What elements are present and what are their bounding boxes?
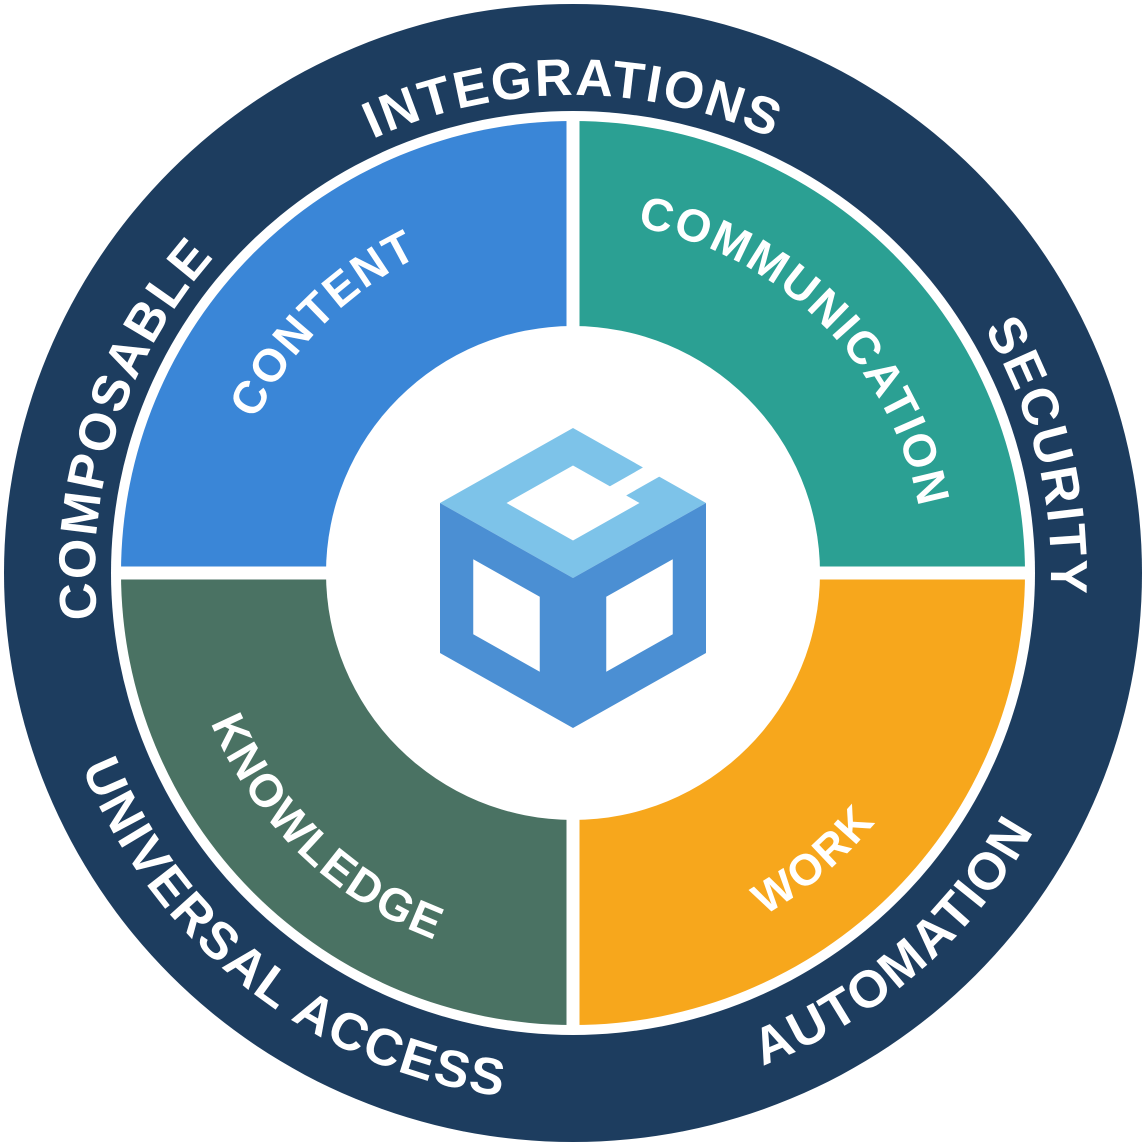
cube-notch — [598, 460, 664, 507]
cube-logo — [440, 428, 706, 728]
cube-right-face — [573, 503, 706, 728]
cube-left-face — [440, 503, 573, 728]
